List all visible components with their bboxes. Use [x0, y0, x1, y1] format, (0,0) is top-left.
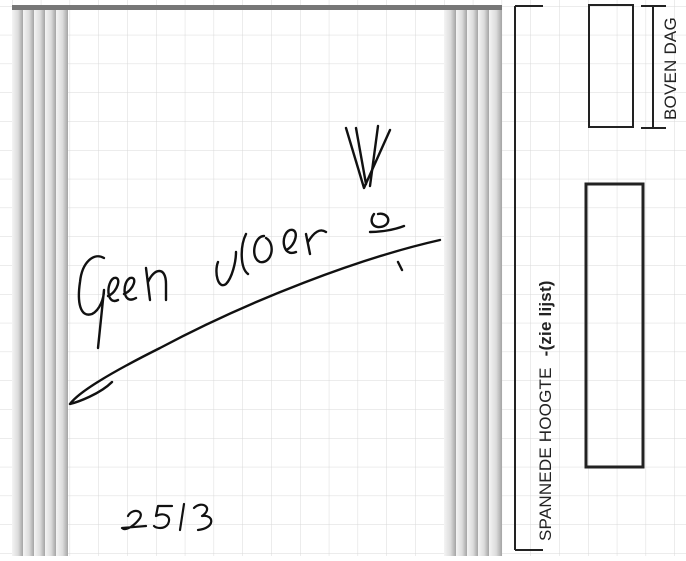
right-curtain-pleat [456, 10, 467, 556]
spannede-hoogte-text: SPANNEDE HOOGTE [536, 367, 555, 541]
boven-dag-box [588, 4, 634, 128]
height-dimension-line [514, 5, 543, 551]
zie-lijst-text: -(zie lijst) [536, 280, 555, 357]
left-curtain [12, 10, 68, 556]
boven-dag-dimension-line [641, 5, 666, 129]
left-curtain-pleat [12, 10, 23, 556]
right-curtain-pleat [444, 10, 456, 556]
curtain-rail [12, 5, 502, 10]
right-curtain-pleat [489, 10, 502, 556]
left-curtain-pleat [23, 10, 34, 556]
handwritten-note [68, 124, 442, 406]
boven-dag-text: BOVEN DAG [661, 17, 680, 120]
left-curtain-pleat [45, 10, 56, 556]
right-curtain-pleat [467, 10, 478, 556]
spannede-hoogte-label: SPANNEDE HOOGTE -(zie lijst) [536, 280, 556, 541]
handwritten-number [120, 502, 213, 532]
boven-dag-label: BOVEN DAG [661, 17, 681, 120]
right-curtain-pleat [478, 10, 489, 556]
opening-box [584, 182, 645, 469]
left-curtain-pleat [56, 10, 68, 556]
right-curtain [444, 10, 502, 556]
left-curtain-pleat [34, 10, 45, 556]
